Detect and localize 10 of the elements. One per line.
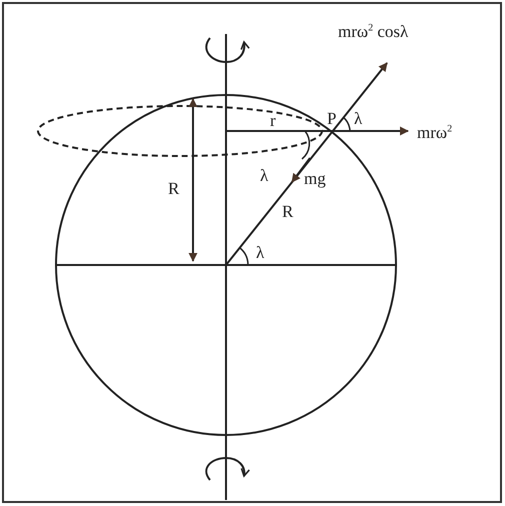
radius-label: R <box>168 180 180 197</box>
force-label: mrω$^{2}$ <box>417 124 452 141</box>
point-label: P <box>327 110 336 127</box>
radius-label: r <box>270 112 276 129</box>
angle-label: λ <box>260 167 268 184</box>
angle-label: λ <box>256 244 264 261</box>
angle-label: λ <box>354 110 362 127</box>
force-label: mg <box>304 170 326 187</box>
radius-label: R <box>282 203 294 220</box>
force-label: mrω$^{2}$ cosλ <box>338 23 408 40</box>
